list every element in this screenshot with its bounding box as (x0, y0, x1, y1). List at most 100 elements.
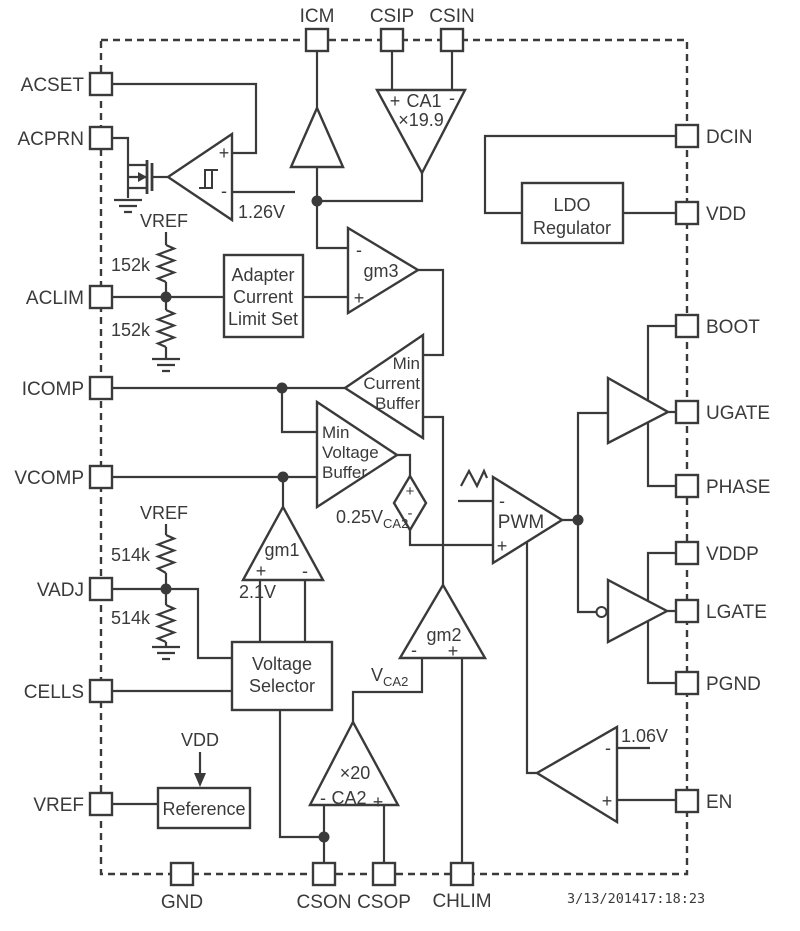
ref-1v26-label: 1.26V (238, 202, 285, 222)
pwm-minus: - (499, 491, 505, 511)
pin-ugate (674, 399, 700, 425)
pin-vadj (88, 576, 114, 602)
pin-icomp-label: ICOMP (22, 379, 84, 400)
pin-dcin (674, 123, 700, 149)
pin-vadj-label: VADJ (37, 580, 84, 601)
ca2-amplifier: ×20 - CA2 + (308, 719, 401, 812)
pwm-plus: + (497, 536, 508, 556)
pin-chlim-label: CHLIM (432, 891, 491, 912)
pwm-comparator: - PWM + (460, 468, 565, 566)
r514k-top-label: 514k (111, 545, 151, 565)
ref-2v1-label: 2.1V (239, 582, 276, 602)
pin-csip-label: CSIP (370, 6, 414, 27)
lgate-driver (595, 578, 670, 644)
pin-csop (371, 861, 397, 887)
ground-symbol-vadj (152, 645, 180, 661)
pin-vdd-label: VDD (706, 204, 746, 225)
pwm-name: PWM (498, 512, 544, 533)
ca1-plus: + (390, 91, 401, 111)
vdd-arrow (194, 773, 206, 787)
mvb-line3: Buffer (322, 463, 367, 482)
pin-chlim (449, 861, 475, 887)
pin-icomp (88, 375, 114, 401)
ca2-name: CA2 (331, 788, 366, 808)
acprn-mosfet (138, 160, 154, 194)
pin-cson (311, 861, 337, 887)
vdd-label: VDD (181, 730, 219, 750)
pin-cson-label: CSON (297, 892, 352, 913)
pin-cells-label: CELLS (24, 682, 84, 703)
acok-minus: - (221, 181, 227, 201)
voltage-selector-block: Voltage Selector (230, 640, 334, 712)
r152k-top-label: 152k (111, 255, 151, 275)
pin-lgate (674, 598, 700, 624)
pin-vref (88, 791, 114, 817)
pin-boot (674, 313, 700, 339)
vs-line2: Selector (249, 676, 315, 696)
junction-dots (160, 195, 584, 843)
adapter-line1: Adapter (231, 265, 294, 285)
ref-1v06-label: 1.06V (621, 726, 668, 746)
gm2-minus: - (411, 640, 417, 660)
pin-vref-label: VREF (33, 795, 84, 816)
acok-comparator: + - (165, 131, 234, 223)
pins-top: ICM CSIP CSIN (300, 6, 475, 53)
pins-bottom: GND CSON CSOP CHLIM (161, 861, 492, 913)
pin-gnd (169, 861, 195, 887)
gm3-plus: + (354, 288, 365, 308)
resistor-514k-top (154, 533, 178, 574)
vca2-label: VCA2 (371, 665, 408, 689)
resistor-152k-bottom (154, 308, 178, 349)
ca2-plus: + (373, 792, 384, 812)
gm3-amplifier: - gm3 + (346, 225, 421, 316)
pin-cells (88, 678, 114, 704)
mcb-line1: Min (393, 354, 420, 373)
pin-aclim (88, 284, 114, 310)
pin-vddp-label: VDDP (706, 544, 759, 565)
pin-pgnd-label: PGND (706, 674, 761, 695)
vref-label-top: VREF (140, 211, 188, 231)
inverter-bubble (595, 606, 608, 618)
adapter-line3: Limit Set (228, 309, 298, 329)
en-minus: - (605, 738, 611, 758)
vref-label-mid: VREF (140, 503, 188, 523)
r514k-bot-label: 514k (111, 608, 151, 628)
vs-line1: Voltage (252, 654, 312, 674)
gm1-plus: + (256, 561, 267, 581)
adapter-current-limit-block: Adapter Current Limit Set (222, 253, 305, 339)
pin-csip (379, 27, 405, 53)
pin-pgnd (674, 670, 700, 696)
mvb-line1: Min (322, 423, 349, 442)
acok-plus: + (219, 143, 230, 163)
r152k-bot-label: 152k (111, 320, 151, 340)
ca1-name: CA1 (406, 91, 441, 111)
pin-csin-label: CSIN (429, 6, 474, 27)
ca1-amplifier: + CA1 - ×19.9 (374, 88, 467, 176)
ldo-line1: LDO (553, 195, 590, 215)
pin-en-label: EN (706, 792, 732, 813)
pin-vcomp-label: VCOMP (14, 468, 84, 489)
gm1-name: gm1 (264, 540, 299, 560)
timestamp: 3/13/201417:18:23 (567, 891, 705, 907)
pin-ugate-label: UGATE (706, 403, 770, 424)
resistor-514k-bottom (154, 603, 178, 644)
pin-vcomp (88, 464, 114, 490)
pin-vddp (674, 540, 700, 566)
icm-buffer (289, 105, 345, 169)
en-comparator: - + (534, 724, 619, 825)
sawtooth-icon (460, 468, 489, 489)
pin-phase (674, 473, 700, 499)
pin-acprn (88, 125, 114, 151)
mcb-line3: Buffer (375, 394, 420, 413)
hysteresis-icon (199, 169, 218, 189)
pin-dcin-label: DCIN (706, 127, 752, 148)
ground-symbol-aclim (152, 357, 180, 373)
pins-left: ACSET ACPRN ACLIM ICOMP VCOMP VADJ CELLS… (14, 71, 114, 817)
resistor-152k-top (154, 243, 178, 284)
min-current-buffer: Min Current Buffer (342, 332, 425, 441)
ca1-gain: ×19.9 (398, 110, 444, 130)
ground-symbol-mosfet (114, 198, 142, 214)
pin-acset (88, 71, 114, 97)
mcb-line2: Current (363, 374, 420, 393)
pin-en (674, 788, 700, 814)
